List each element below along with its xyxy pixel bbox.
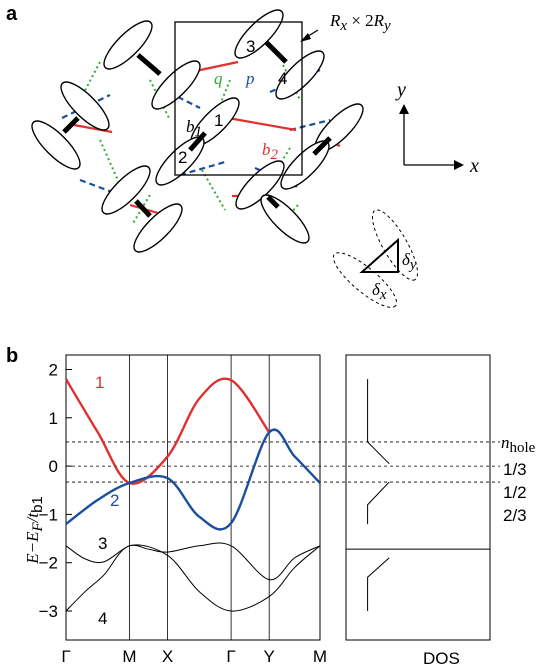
nhole-1-3: 1/3 (503, 460, 527, 479)
dos-plot (345, 354, 491, 641)
x-tick-label: Γ (226, 647, 235, 666)
y-tick-label: −2 (39, 554, 58, 573)
band-2-line (65, 428, 321, 531)
band-4-line (65, 544, 321, 612)
x-tick-label: X (162, 647, 173, 666)
band-label-2: 2 (110, 491, 119, 510)
xy-axes (403, 112, 456, 166)
site-3: 3 (246, 37, 255, 56)
y-axis-label: E−EF/tb1 (23, 496, 46, 565)
cell-label: Rx × 2Ry (329, 11, 391, 34)
nhole-1-2: 1/2 (503, 483, 527, 502)
y-arrowhead (399, 104, 409, 114)
band-structure-plot: Γ M X Γ Y M 2 1 0 −1 −2 −3 (39, 354, 500, 666)
molecules (31, 9, 364, 253)
axis-y-label: y (395, 79, 406, 101)
b1-bonds (62, 40, 332, 218)
band-1-line (64, 377, 271, 485)
label-b1: b1 (186, 117, 202, 140)
dos-frame (345, 354, 491, 641)
delta-inset (332, 209, 419, 308)
lattice (31, 9, 364, 253)
dos-curve (367, 481, 390, 525)
delta-y-label: δy (402, 250, 417, 273)
label-p: p (245, 69, 255, 88)
band-label-3: 3 (98, 534, 107, 553)
x-arrowhead (454, 160, 464, 170)
band-3-line (65, 542, 321, 581)
delta-x-label: δx (372, 280, 387, 303)
y-tick-label: 1 (49, 409, 58, 428)
panel-b-label: b (6, 345, 18, 367)
site-2: 2 (178, 148, 187, 167)
site-1: 1 (214, 111, 223, 130)
x-tick-label: M (122, 647, 136, 666)
cell-arrowhead (300, 33, 311, 42)
y-tick-label: −3 (39, 602, 58, 621)
x-tick-label: M (313, 647, 327, 666)
dos-curve (367, 379, 390, 465)
y-tick-label: 2 (49, 360, 58, 379)
unit-cell-box (174, 21, 303, 176)
label-q: q (214, 69, 223, 88)
panel-a-label: a (6, 3, 18, 25)
y-tick-label: 0 (49, 457, 58, 476)
site-4: 4 (278, 69, 287, 88)
x-tick-label: Y (264, 647, 275, 666)
nhole-label: nhole (501, 433, 536, 456)
dos-curve (367, 557, 390, 612)
axis-x-label: x (469, 155, 479, 177)
y-tick-label: −1 (39, 505, 58, 524)
band-frame (65, 354, 321, 641)
dos-axis-label: DOS (423, 649, 460, 668)
band-label-1: 1 (95, 373, 104, 392)
band-label-4: 4 (98, 609, 107, 628)
nhole-2-3: 2/3 (503, 506, 527, 525)
x-tick-label: Γ (61, 647, 70, 666)
label-b2: b2 (262, 140, 279, 163)
